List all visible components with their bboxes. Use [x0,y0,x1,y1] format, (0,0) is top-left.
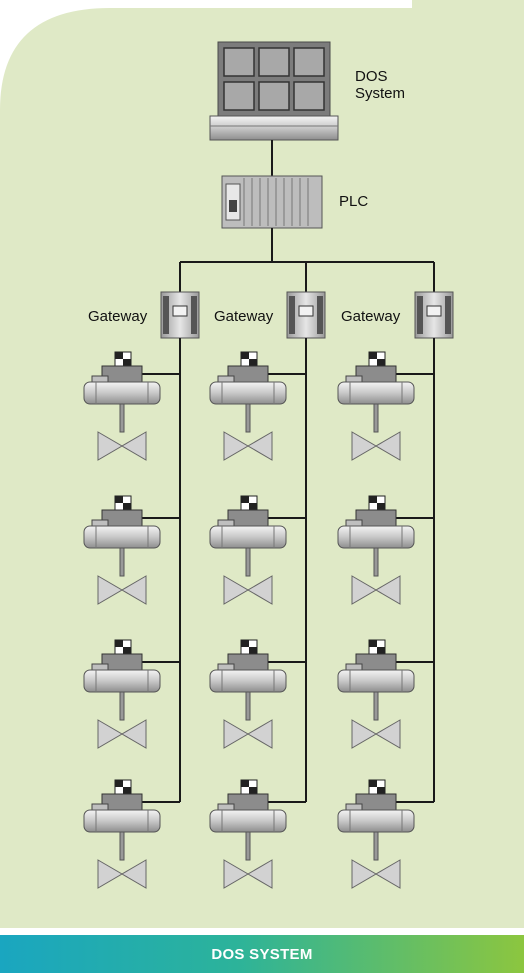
valve-icon [209,639,306,749]
valve-icon [337,495,434,605]
gateway-icon-2 [286,291,326,339]
panel-background [0,0,524,928]
gateway-icon-3 [414,291,454,339]
valve-icon [83,779,180,889]
valve-icon [337,639,434,749]
gateway-label-2: Gateway [214,308,274,325]
network-diagram [0,0,524,928]
dos-system-label: DOS System [355,68,406,102]
gateway-label-1: Gateway [88,308,148,325]
footer-banner: DOS SYSTEM [0,935,524,973]
valve-icon [209,779,306,889]
gateway-label-3: Gateway [341,308,401,325]
valve-icon [337,779,434,889]
plc-icon [221,175,323,229]
valve-icon [83,351,180,461]
valve-icon [83,639,180,749]
plc-label: PLC [339,193,369,210]
valve-icon [337,351,434,461]
valve-icon [83,495,180,605]
gateway-icon-1 [160,291,200,339]
diagram-panel: DOS System PLC Gateway Gateway Gateway [0,0,524,928]
valve-icon [209,351,306,461]
footer-title: DOS SYSTEM [211,945,313,963]
valve-icon [209,495,306,605]
dos-system-icon [209,41,339,141]
